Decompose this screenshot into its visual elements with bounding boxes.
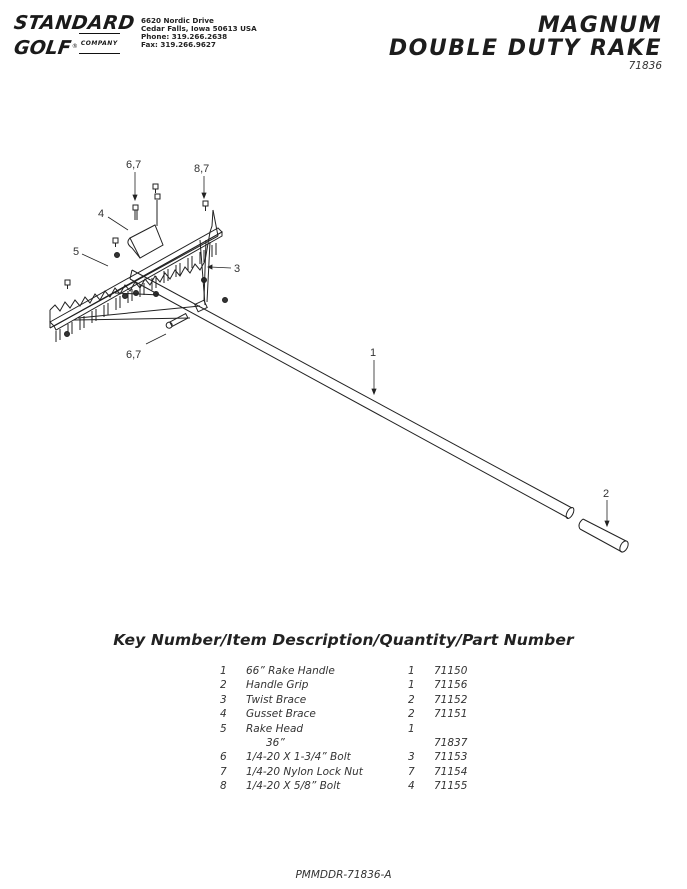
parts-row: 2 Handle Grip 1 71156 [220,678,484,692]
parts-row: 36” 71837 [220,736,484,750]
part-description: 1/4-20 Nylon Lock Nut [246,765,363,778]
rake-head [49,209,223,342]
callout-6-7-top: 6,7 [126,159,141,171]
address-city: Cedar Falls, Iowa 50613 USA [141,24,257,33]
company-logo: STANDARD GOLF ® COMPANY [12,12,137,59]
callout-4: 4 [98,208,104,220]
part-quantity: 2 [408,693,415,706]
parts-row: 8 1/4-20 X 5/8” Bolt 4 71155 [220,779,484,793]
part-key-number: 2 [220,679,227,692]
address-phone: Phone: 319.266.2638 [141,32,228,41]
part-number: 71837 [434,737,468,750]
parts-row: 6 1/4-20 X 1-3/4” Bolt 3 71153 [220,750,484,764]
part-quantity: 1 [408,665,415,677]
part-description: Rake Head [246,722,304,735]
part-quantity: 1 [408,679,415,692]
part-description: Gusset Brace [246,708,316,721]
part-number: 71154 [434,765,468,778]
exploded-parts-diagram: 6,7 8,7 4 5 3 6,7 1 2 [49,159,629,553]
rake-tines [55,243,217,342]
model-number: 71836 [628,60,662,72]
part-number: 71153 [434,751,468,764]
registered-mark: ® [71,43,78,50]
callout-8-7: 8,7 [194,163,209,175]
parts-row: 5 Rake Head 1 [220,722,484,736]
logo-line2: GOLF ® COMPANY [12,33,124,59]
parts-row: 1 66” Rake Handle 1 71150 [220,664,484,678]
part-description: 36” [266,737,285,750]
part-number: 71155 [434,780,468,793]
part-key-number: 4 [220,708,227,721]
parts-list-table: 1 66” Rake Handle 1 71150 2 Handle Grip 1 71156… [220,664,484,794]
parts-list-heading: Key Number/Item Description/Quantity/Par… [113,631,574,649]
callout-2: 2 [603,488,609,500]
part-key-number: 8 [220,780,227,793]
part-key-number: 3 [220,693,227,706]
part-key-number: 1 [220,665,227,677]
address-fax: Fax: 319.266.9627 [141,40,216,49]
part-quantity: 2 [408,708,415,721]
part-quantity: 1 [408,722,415,735]
part-quantity: 4 [408,780,415,793]
part-description: Handle Grip [246,679,309,692]
part-key-number: 6 [220,751,227,764]
logo-company-text: COMPANY [78,33,120,54]
part-key-number: 5 [220,722,227,735]
twist-braces [73,239,211,321]
part-description: Twist Brace [246,693,307,706]
part-quantity: 3 [408,751,415,764]
part-description: 1/4-20 X 1-3/4” Bolt [246,751,351,764]
parts-row: 3 Twist Brace 2 71152 [220,693,484,707]
part-number: 71150 [434,665,468,677]
document-title: MAGNUM DOUBLE DUTY RAKE 71836 [389,14,662,72]
callout-5: 5 [73,246,79,258]
logo-golf-text: GOLF [12,37,73,59]
company-address: 6620 Nordic Drive Cedar Falls, Iowa 5061… [141,17,257,49]
part-quantity [408,736,434,750]
callout-3: 3 [234,263,240,275]
title-line-1: MAGNUM [537,13,662,38]
part-key-number [220,736,246,750]
rake-handle [129,269,575,519]
part-description: 1/4-20 X 5/8” Bolt [246,780,341,793]
gusset-brace [127,193,164,259]
callout-1: 1 [370,347,376,359]
part-number: 71156 [434,679,468,692]
handle-grip [578,518,629,553]
title-line-2: DOUBLE DUTY RAKE [388,36,662,61]
parts-row: 4 Gusset Brace 2 71151 [220,707,484,721]
callout-leaders [81,172,610,528]
part-key-number: 7 [220,765,227,778]
part-number [434,722,484,736]
part-description: 66” Rake Handle [246,665,335,677]
address-street: 6620 Nordic Drive [141,16,214,25]
part-number: 71152 [434,693,468,706]
document-code: PMMDDR-71836-A [295,869,392,881]
callout-6-7-bottom: 6,7 [126,349,141,361]
part-quantity: 7 [408,765,415,778]
lock-nuts [64,252,228,337]
parts-row: 7 1/4-20 Nylon Lock Nut 7 71154 [220,765,484,779]
logo-standard-text: STANDARD [12,12,137,34]
part-number: 71151 [434,708,468,721]
